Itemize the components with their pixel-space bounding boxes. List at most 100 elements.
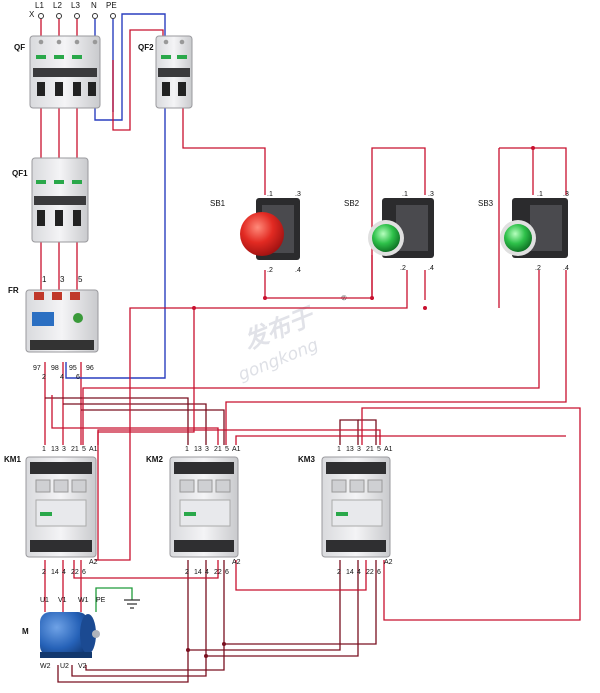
relay-top-pin-1: 1 — [42, 275, 47, 284]
km2-pin-6: 6 — [225, 569, 229, 576]
terminal-l1 — [38, 13, 44, 19]
km2-pin-21: 21 — [214, 446, 222, 453]
start-button-2[interactable] — [504, 224, 532, 252]
km2-pin-4: 4 — [205, 569, 209, 576]
km2-pin-5: 5 — [225, 446, 229, 453]
km1-pin-6: 6 — [82, 569, 86, 576]
km3-pin-a2: A2 — [384, 559, 393, 566]
km2-pin-3: 3 — [205, 446, 209, 453]
km1-pin-21: 21 — [71, 446, 79, 453]
motor-body — [40, 612, 88, 656]
terminal-pe-label: PE — [106, 1, 117, 10]
sb1-pin-2: .2 — [267, 267, 273, 274]
motor-w2: W2 — [40, 663, 51, 670]
control-wires — [51, 29, 581, 658]
terminal-pe — [110, 13, 116, 19]
sb2-pin-1: .1 — [402, 191, 408, 198]
terminal-l3-label: L3 — [71, 1, 80, 10]
motor-pe: PE — [96, 597, 106, 604]
terminal-l2 — [56, 13, 62, 19]
power-wires — [40, 19, 377, 683]
relay-pin-4: 4 — [60, 374, 64, 381]
km1-pin-1: 1 — [42, 446, 46, 453]
motor: M U1 V1 W1 PE W2 U2 V2 — [22, 597, 106, 670]
breaker-qf1-label: QF1 — [12, 169, 28, 178]
motor-v2: V2 — [78, 663, 87, 670]
contactor-km1: KM1 1 13 3 21 5 A1 2 14 4 22 6 A2 — [4, 446, 98, 576]
km1-pin-13: 13 — [51, 446, 59, 453]
km3-pin-4: 4 — [357, 569, 361, 576]
motor-label: M — [22, 627, 29, 636]
motor-u2: U2 — [60, 663, 69, 670]
breaker-qf-label: QF — [14, 43, 25, 52]
km2-pin-a1: A1 — [232, 446, 241, 453]
km3-pin-5: 5 — [377, 446, 381, 453]
km1-pin-4: 4 — [62, 569, 66, 576]
km1-pin-a2: A2 — [89, 559, 98, 566]
terminal-l1-label: L1 — [35, 1, 44, 10]
km3-pin-3: 3 — [357, 446, 361, 453]
terminal-n — [92, 13, 98, 19]
km3-pin-6: 6 — [377, 569, 381, 576]
breaker-qf: QF — [14, 35, 101, 109]
button-sb2: SB2 .1 .3 .2 .4 — [344, 191, 434, 272]
relay-top-pin-3: 3 — [60, 275, 65, 284]
button-sb2-label: SB2 — [344, 199, 360, 208]
sb1-pin-4: .4 — [295, 267, 301, 274]
relay-label: FR — [8, 286, 19, 295]
relay-pin-98: 98 — [51, 365, 59, 372]
km1-pin-22: 22 — [71, 569, 79, 576]
watermark: 发布于 gongkong ® — [235, 293, 348, 385]
sb2-pin-3: .3 — [428, 191, 434, 198]
relay-pin-2: 2 — [42, 374, 46, 381]
terminal-l3 — [74, 13, 80, 19]
km1-pin-a1: A1 — [89, 446, 98, 453]
relay-top-pin-5: 5 — [78, 275, 83, 284]
start-button-1[interactable] — [372, 224, 400, 252]
contactor-km3: KM3 1 13 3 21 5 A1 2 14 4 22 6 A2 — [298, 446, 393, 576]
breaker-qf2: QF2 — [138, 35, 193, 109]
km2-pin-2: 2 — [185, 569, 189, 576]
km2-pin-1: 1 — [185, 446, 189, 453]
km2-pin-13: 13 — [194, 446, 202, 453]
sb2-pin-2: .2 — [400, 265, 406, 272]
motor-u1: U1 — [40, 597, 49, 604]
relay-pin-6: 6 — [76, 374, 80, 381]
stop-button[interactable] — [240, 212, 284, 256]
relay-pin-95: 95 — [69, 365, 77, 372]
button-sb1-label: SB1 — [210, 199, 226, 208]
km2-pin-14: 14 — [194, 569, 202, 576]
sb3-pin-1: .1 — [537, 191, 543, 198]
relay-body — [25, 289, 99, 353]
km3-pin-21: 21 — [366, 446, 374, 453]
sb1-pin-3: .3 — [295, 191, 301, 198]
motor-v1: V1 — [58, 597, 67, 604]
contactor-km2: KM2 1 13 3 21 5 A1 2 14 4 22 6 A2 — [146, 446, 241, 576]
supply-x-label: X — [29, 10, 35, 19]
km3-pin-1: 1 — [337, 446, 341, 453]
km2-label: KM2 — [146, 455, 163, 464]
earth-wire — [95, 587, 140, 612]
terminal-n-label: N — [91, 1, 97, 10]
sb3-pin-4: .4 — [563, 265, 569, 272]
button-sb3-label: SB3 — [478, 199, 494, 208]
motor-w1: W1 — [78, 597, 89, 604]
km3-label: KM3 — [298, 455, 315, 464]
km1-pin-5: 5 — [82, 446, 86, 453]
km3-pin-a1: A1 — [384, 446, 393, 453]
overload-relay-fr: FR 1 3 5 97 98 95 96 2 4 6 — [8, 275, 99, 381]
km3-pin-22: 22 — [366, 569, 374, 576]
sb1-pin-1: .1 — [267, 191, 273, 198]
relay-pin-96: 96 — [86, 365, 94, 372]
km3-pin-14: 14 — [346, 569, 354, 576]
breaker-qf1: QF1 — [12, 157, 89, 243]
sb3-pin-3: .3 — [563, 191, 569, 198]
sb3-pin-2: .2 — [535, 265, 541, 272]
km3-pin-13: 13 — [346, 446, 354, 453]
km1-label: KM1 — [4, 455, 21, 464]
km1-pin-14: 14 — [51, 569, 59, 576]
supply-terminals: X L1 L2 L3 N PE — [29, 1, 117, 19]
relay-pin-97: 97 — [33, 365, 41, 372]
km1-pin-3: 3 — [62, 446, 66, 453]
